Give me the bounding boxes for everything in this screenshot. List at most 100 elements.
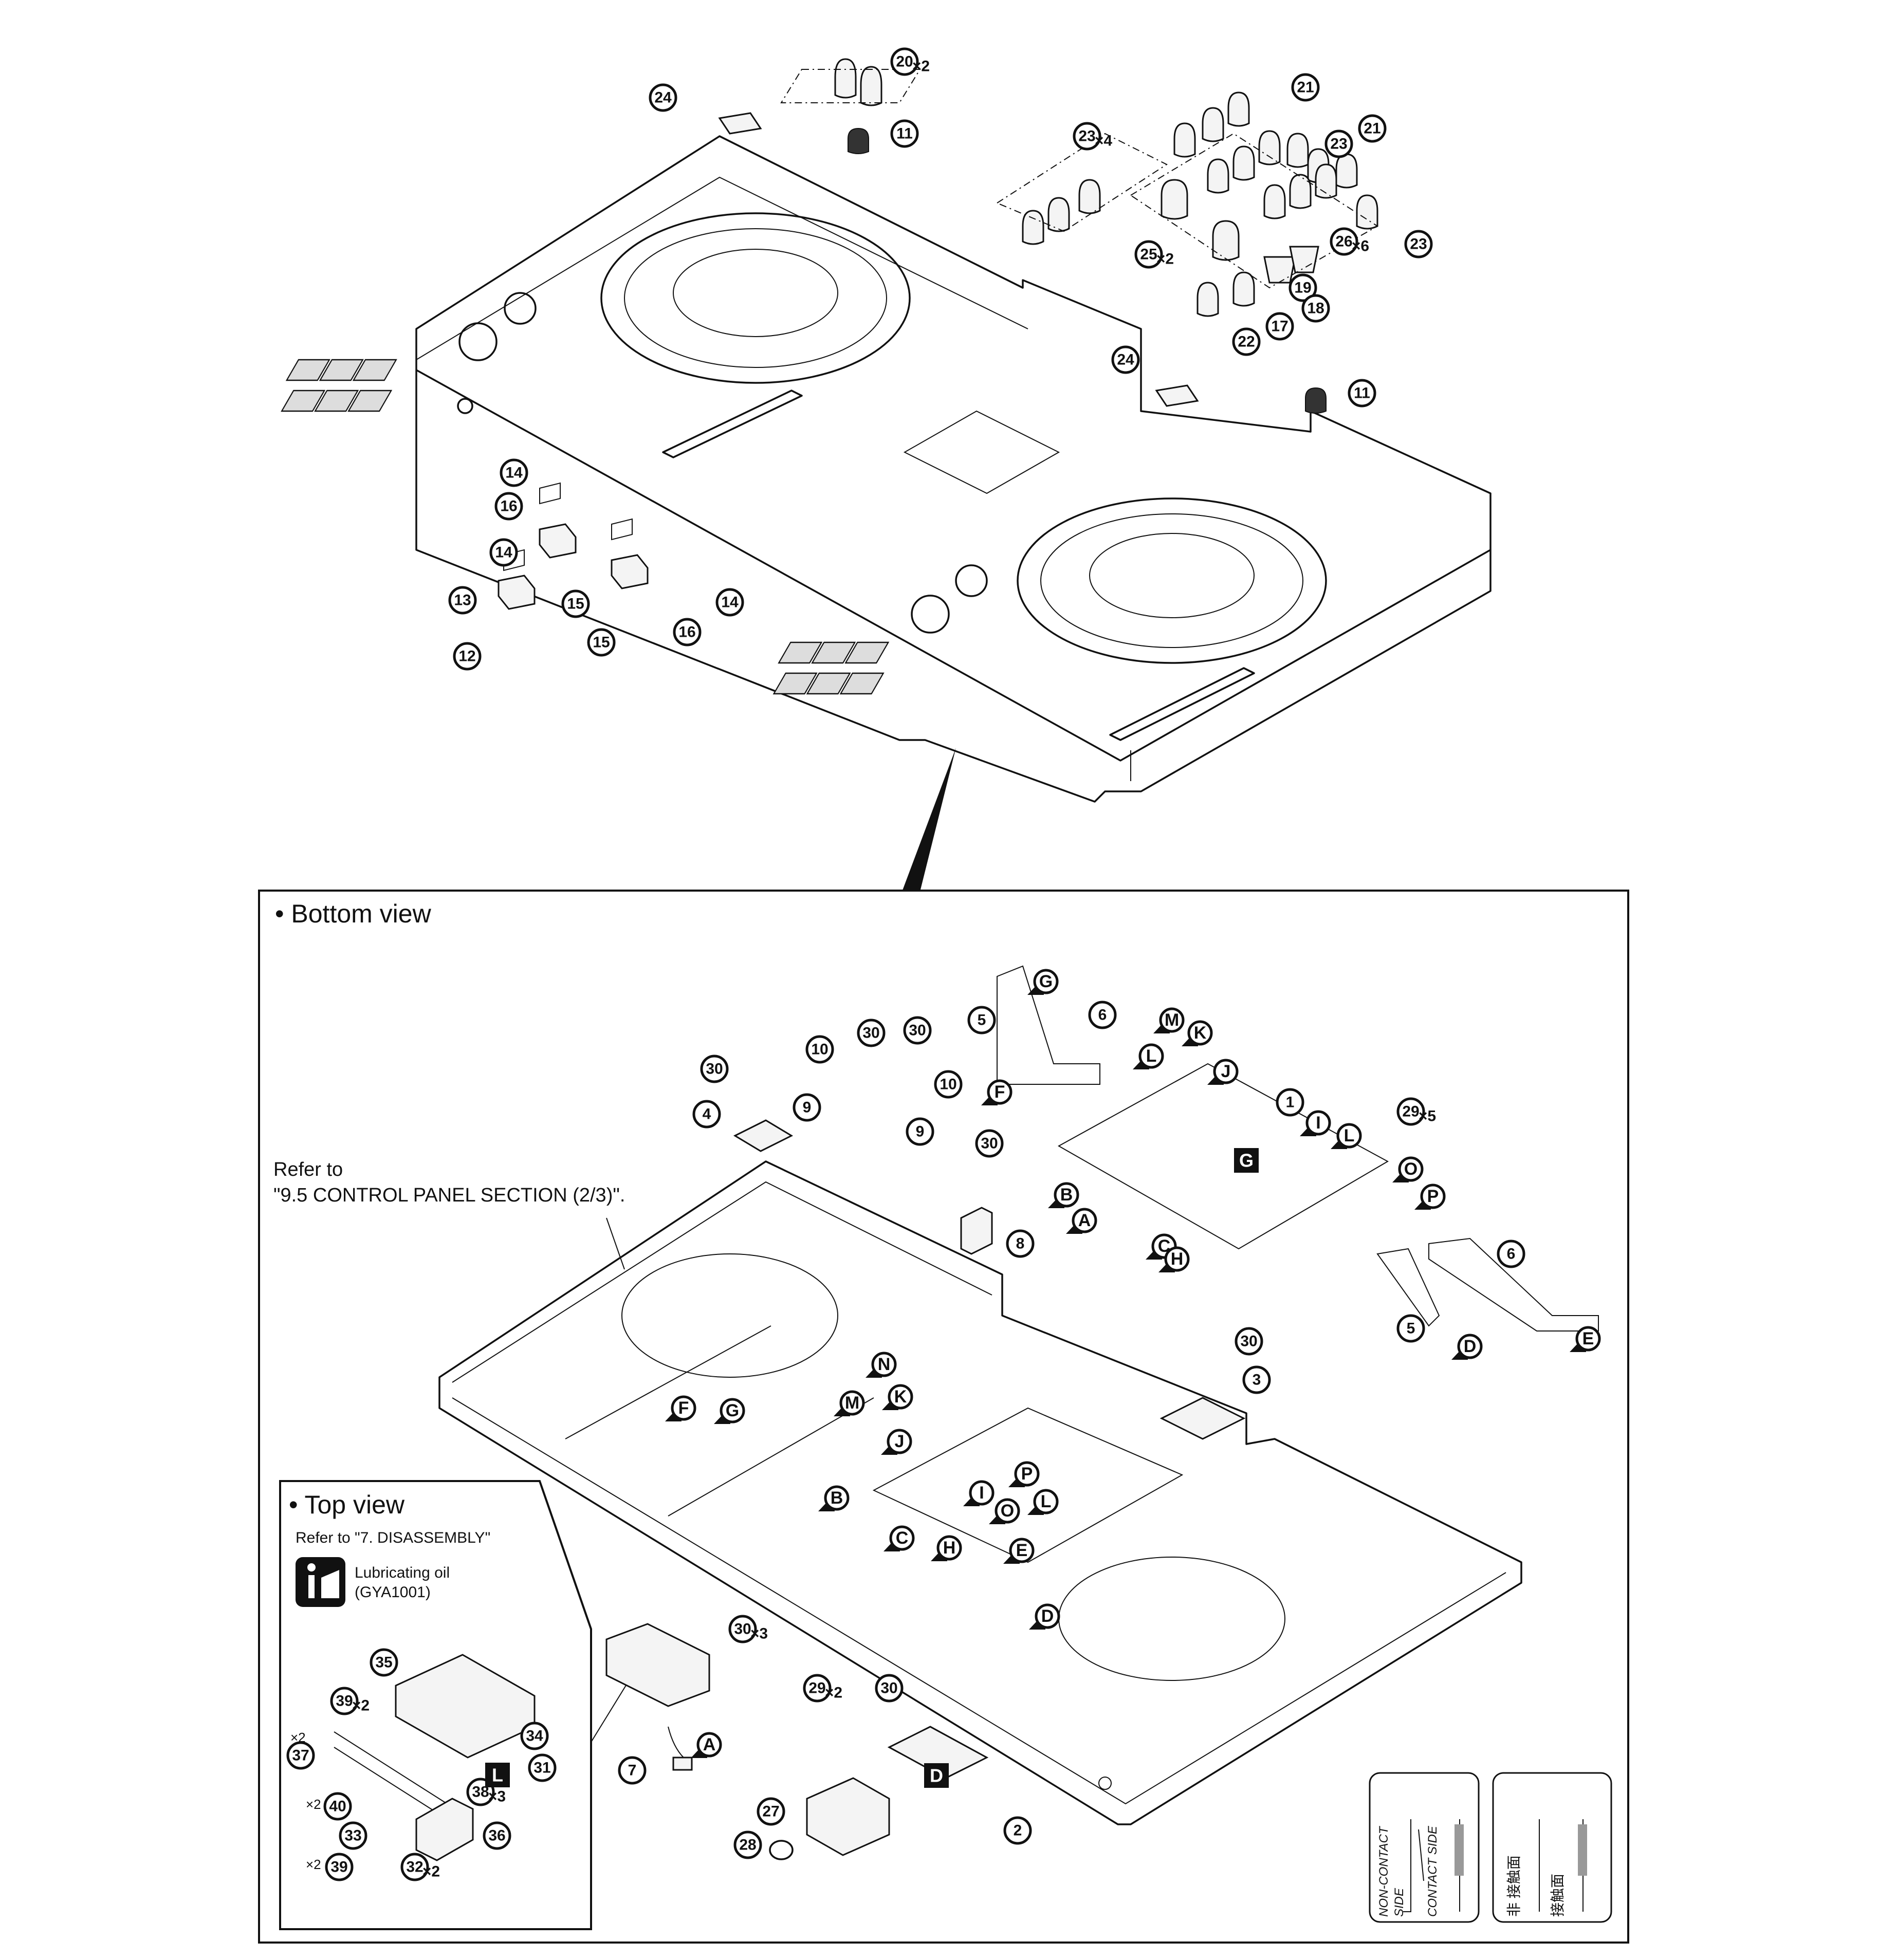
top-view-refer: Refer to "7. DISASSEMBLY" xyxy=(296,1529,490,1546)
ref-letter: A xyxy=(1078,1211,1091,1230)
ref-letter: H xyxy=(1171,1249,1184,1269)
callout-label: 37 xyxy=(292,1747,309,1764)
callout-label: 9 xyxy=(916,1123,925,1140)
callout-label: 21 xyxy=(1297,79,1314,96)
connector-ref-K: K xyxy=(1182,1020,1213,1046)
ref-letter: J xyxy=(1221,1062,1231,1081)
connector-ref-P: P xyxy=(1414,1184,1446,1210)
part-callout-4: 4 xyxy=(692,1100,721,1129)
part-callout-19: 19 xyxy=(1288,273,1317,302)
connector-ref-L: L xyxy=(1331,1123,1362,1149)
part-callout-33: 33 xyxy=(339,1821,367,1850)
callout-label: 5 xyxy=(978,1012,986,1029)
part-callout-3: 3 xyxy=(1242,1365,1271,1394)
ref-letter: K xyxy=(1194,1023,1207,1043)
legend-contact: CONTACT SIDE xyxy=(1426,1825,1440,1917)
ref-letter: A xyxy=(703,1735,716,1754)
part-callout-40: 40 xyxy=(323,1792,352,1821)
fader-knobs xyxy=(498,482,649,610)
callout-label: 20 xyxy=(896,53,913,70)
connector-ref-H: H xyxy=(1158,1246,1190,1272)
callout-label: 7 xyxy=(628,1762,637,1779)
ref-letter: N xyxy=(878,1355,891,1374)
callout-label: 24 xyxy=(654,89,672,106)
callout-label: 1 xyxy=(1286,1094,1295,1111)
callout-multiplier: ×2 xyxy=(352,1697,370,1714)
part-callout-30: 30 xyxy=(975,1129,1004,1158)
callout-label: 34 xyxy=(526,1728,543,1745)
board-marker-G: G xyxy=(1234,1148,1259,1173)
part-callout-6: 6 xyxy=(1497,1240,1525,1268)
ref-letter: O xyxy=(1001,1501,1014,1521)
part-callout-14: 14 xyxy=(500,458,528,487)
refer-line-1: Refer to xyxy=(273,1159,343,1180)
callout-multiplier: ×2 xyxy=(1156,251,1174,268)
ref-letter: C xyxy=(896,1528,909,1548)
callout-label: 30 xyxy=(909,1022,926,1039)
connector-ref-H: H xyxy=(931,1535,962,1561)
x2-labels-layer: ×2×2×2 xyxy=(290,1730,321,1872)
callout-label: 9 xyxy=(803,1099,812,1116)
part-callout-39: 39×2 xyxy=(330,1687,370,1715)
part-callout-21: 21 xyxy=(1291,73,1320,102)
part-callout-17: 17 xyxy=(1265,312,1294,341)
part-callout-15: 15 xyxy=(561,589,590,618)
part-27-bracket xyxy=(806,1777,890,1856)
callout-label: 35 xyxy=(375,1654,392,1671)
part-callout-25: 25×2 xyxy=(1134,240,1174,269)
connector-ref-I: I xyxy=(1300,1110,1331,1136)
callout-label: 2 xyxy=(1014,1822,1022,1839)
callout-label: 40 xyxy=(329,1798,346,1815)
part-callout-23: 23 xyxy=(1404,230,1433,258)
part-callout-30: 30 xyxy=(700,1055,729,1083)
part-callout-2: 2 xyxy=(1003,1816,1032,1845)
part-callout-30: 30 xyxy=(1235,1327,1263,1356)
callout-label: 3 xyxy=(1253,1372,1261,1389)
board-marker-D: D xyxy=(924,1763,949,1788)
legend-non-contact-2: SIDE xyxy=(1392,1888,1406,1917)
part-28-nut xyxy=(769,1840,794,1860)
connector-ref-L: L xyxy=(1027,1489,1059,1515)
part-callout-38: 38×3 xyxy=(466,1778,506,1806)
callout-label: 32 xyxy=(406,1859,423,1876)
part-8-bracket xyxy=(960,1207,993,1255)
callout-multiplier: ×2 xyxy=(422,1863,440,1880)
control-panel-top-assembly xyxy=(281,135,1492,803)
callout-label: 5 xyxy=(1407,1320,1415,1337)
cable-side-legend: NON-CONTACT SIDE CONTACT SIDE 非 接触面 接触面 xyxy=(1369,1772,1612,1923)
callout-multiplier: ×2 xyxy=(825,1685,842,1702)
callout-label: 16 xyxy=(678,624,695,641)
callout-label: 30 xyxy=(1240,1333,1257,1350)
callout-label: 15 xyxy=(593,634,610,651)
part-callout-24: 24 xyxy=(1111,345,1140,374)
part-callout-28: 28 xyxy=(733,1830,762,1859)
part-callout-10: 10 xyxy=(934,1070,963,1099)
ref-letter: L xyxy=(1041,1492,1052,1511)
part-callout-21: 21 xyxy=(1358,114,1387,143)
callout-label: 22 xyxy=(1238,334,1255,350)
ref-letter: B xyxy=(1060,1185,1073,1205)
callout-label: 10 xyxy=(940,1076,956,1093)
part-callout-13: 13 xyxy=(448,586,477,615)
part-callout-6: 6 xyxy=(1088,1001,1117,1029)
connector-ref-D: D xyxy=(1029,1603,1060,1630)
part-callout-29: 29×5 xyxy=(1396,1097,1436,1126)
part-callout-16: 16 xyxy=(494,492,523,521)
callout-label: 33 xyxy=(344,1827,361,1844)
part-callout-30: 30 xyxy=(875,1674,904,1703)
part-callout-11: 11 xyxy=(1348,379,1376,408)
zoom-pointer xyxy=(902,748,956,892)
part-callout-11: 11 xyxy=(890,119,919,148)
part-callout-35: 35 xyxy=(370,1648,398,1677)
callout-multiplier: ×3 xyxy=(488,1788,506,1805)
callout-multiplier: ×2 xyxy=(912,58,930,75)
part-callout-30: 30 xyxy=(857,1019,886,1047)
connector-ref-D: D xyxy=(1451,1334,1483,1360)
part-callout-7: 7 xyxy=(618,1756,647,1785)
callout-label: 36 xyxy=(488,1827,505,1844)
ref-letter: F xyxy=(678,1398,689,1418)
ref-letter: P xyxy=(1021,1464,1033,1484)
lube-line-2: (GYA1001) xyxy=(355,1584,431,1601)
callout-label: 29 xyxy=(1402,1103,1419,1120)
